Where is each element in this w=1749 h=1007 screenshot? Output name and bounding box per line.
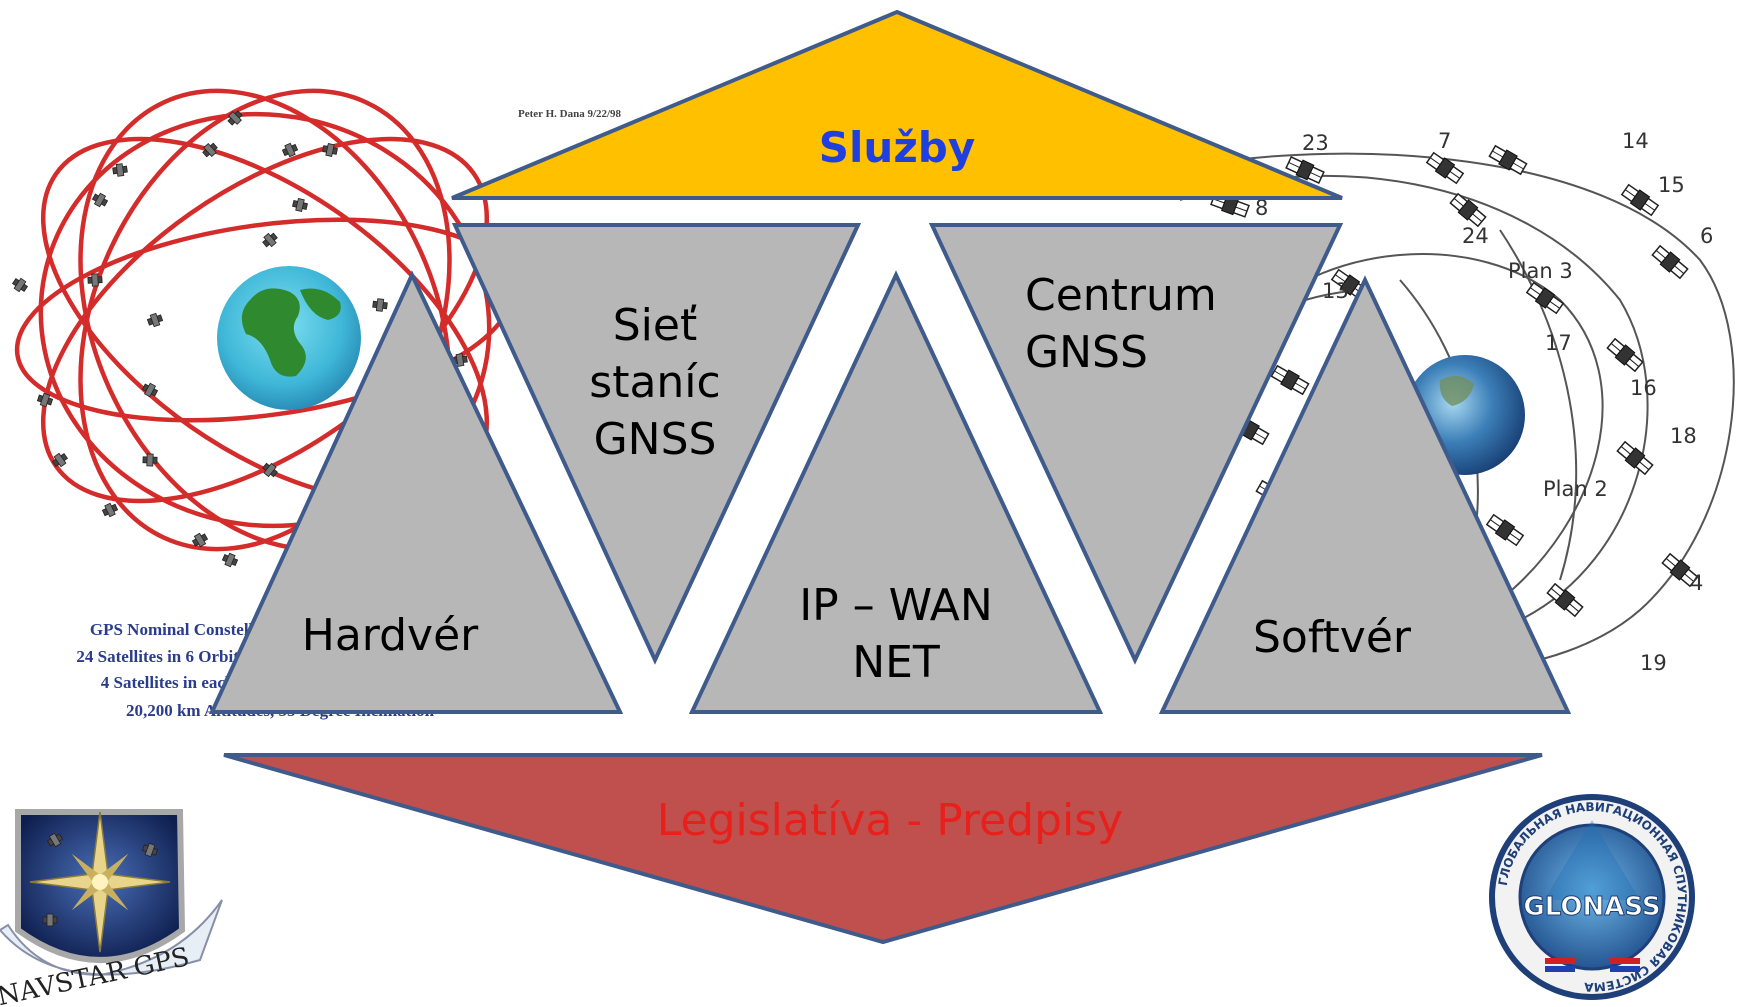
glonass-satellite-icon [1424, 150, 1466, 186]
gps-satellite-icon [111, 162, 129, 178]
glonass-logo: ГЛОБАЛЬНАЯ НАВИГАЦИОННАЯ СПУТНИКОВАЯ СИС… [1489, 794, 1695, 1000]
gps-caption-line-1: GPS Nominal Constellation [90, 620, 291, 639]
glonass-satellite-number: 4 [1690, 571, 1703, 595]
roof-triangle [451, 9, 1343, 200]
glonass-satellite-icon [1269, 363, 1311, 397]
glonass-satellite-number: 16 [1630, 376, 1657, 400]
glonass-satellite-icon [1615, 439, 1655, 477]
glonass-satellite-number: 17 [1545, 331, 1572, 355]
pillar-softver-triangle [1158, 275, 1572, 714]
glonass-satellite-icon [1650, 243, 1690, 281]
pillar-siet-triangle [451, 223, 862, 665]
glonass-logo-text: GLONASS [1523, 892, 1660, 922]
gps-satellite-icon [90, 190, 110, 210]
gps-satellite-icon [140, 381, 160, 399]
glonass-satellite-number: 18 [1670, 424, 1697, 448]
glonass-constellation-image: 23 7 14 15 8 24 6 13 17 16 18 4 19 Plan 3 Plan 2 [1139, 129, 1735, 675]
base-label: Legislatíva - Predpisy [657, 795, 1123, 846]
pillar-ipwan-triangle [688, 270, 1104, 714]
gps-satellite-icon [260, 230, 280, 250]
pillar-softver-label: Softvér [1253, 612, 1412, 663]
glonass-satellite-number: 8 [1255, 196, 1268, 220]
roof-label: Služby [819, 123, 975, 172]
glonass-satellite-number: 14 [1622, 129, 1649, 153]
glonass-satellite-icon [1619, 182, 1661, 218]
pillar-hardver-label: Hardvér [302, 610, 479, 661]
gps-satellite-icon [371, 297, 389, 313]
glonass-satellite-number: 6 [1700, 224, 1713, 248]
glonass-satellite-number: 15 [1658, 173, 1685, 197]
glonass-plane-label: Plan 2 [1543, 477, 1608, 501]
glonass-satellite-number: 24 [1462, 224, 1489, 248]
glonass-satellite-number: 7 [1438, 129, 1451, 153]
glonass-satellite-number: 13 [1322, 279, 1349, 303]
gps-satellite-icon [100, 501, 120, 519]
pillar-hardver-triangle [208, 270, 624, 714]
gps-satellite-icon [10, 275, 30, 295]
pillar-centrum-triangle [928, 223, 1344, 665]
gps-satellite-icon [220, 551, 240, 569]
glonass-satellite-icon [1484, 512, 1526, 548]
glonass-satellite-icon [1487, 143, 1529, 177]
glonass-plane-label: Plan 3 [1508, 259, 1573, 283]
roof-services: Služby [451, 9, 1343, 200]
glonass-satellite-number: 23 [1302, 131, 1329, 155]
glonass-satellite-number: 19 [1640, 651, 1667, 675]
gps-satellite-icon [291, 197, 309, 213]
base-legislation: Legislatíva - Predpisy [223, 753, 1543, 945]
gps-author-note: Peter H. Dana 9/22/98 [518, 108, 622, 120]
gps-satellite-icon [146, 311, 164, 329]
navstar-gps-logo: NAVSTAR GPS [0, 809, 223, 1007]
base-triangle [223, 753, 1543, 945]
